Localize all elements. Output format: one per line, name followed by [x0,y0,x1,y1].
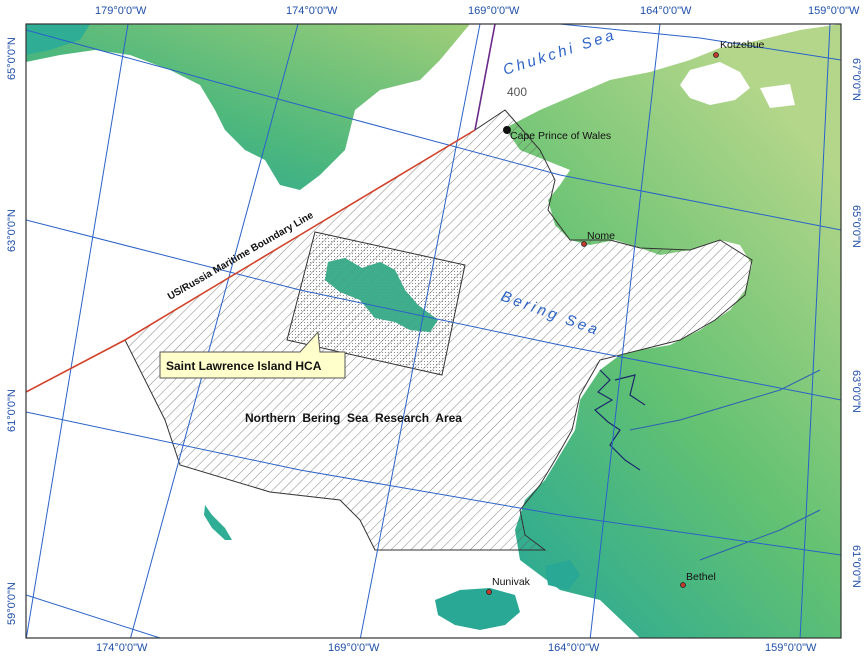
alaska-land [505,24,841,638]
place-cape-prince: Cape Prince of Wales [503,126,611,142]
nunivak-label: Nunivak [492,576,531,588]
kotzebue-marker [713,52,719,58]
nunivak-east [545,560,580,590]
hca-callout-box [159,330,346,379]
place-nunivak: Nunivak [486,576,531,595]
tick-left-61: 61°0'0"N [6,389,18,432]
tick-left-59: 59°0'0"N [6,582,18,625]
tick-bottom-174: 174°0'0"W [96,642,148,654]
tick-bottom-159: 159°0'0"W [765,642,817,654]
nunivak-marker [486,589,492,595]
tick-top-174: 174°0'0"W [286,5,338,17]
tick-bottom-164: 164°0'0"W [548,642,600,654]
tick-right-61: 61°0'0"N [850,545,862,588]
cape-prince-marker [503,126,511,134]
st-matthew-island [204,505,232,540]
contour-label: 400 [507,85,527,99]
chukotka-west [26,24,90,55]
cape-prince-label: Cape Prince of Wales [510,130,611,142]
yukon-delta [593,369,646,471]
tick-right-67: 67°0'0"N [850,58,862,101]
map-border [25,23,842,639]
place-kotzebue: Kotzebue [713,39,765,58]
tick-top-169: 169°0'0"W [468,5,520,17]
maritime-boundary-line [26,129,476,393]
place-bethel: Bethel [680,571,716,588]
rivers [629,369,821,561]
inlet [760,84,795,108]
kotzebue-sound [680,62,750,105]
bethel-marker [680,582,686,588]
tick-right-63: 63°0'0"N [850,370,862,413]
research-area-label: Northern Bering Sea Research Area [245,411,462,425]
graticule [26,24,841,638]
kotzebue-label: Kotzebue [720,39,765,51]
hca-callout-label: Saint Lawrence Island HCA [166,359,322,373]
tick-right-65: 65°0'0"N [850,205,862,248]
tick-top-159: 159°0'0"W [808,5,860,17]
tick-bottom-169: 169°0'0"W [328,642,380,654]
place-nome: Nome [581,230,615,247]
tick-top-179: 179°0'0"W [95,5,147,17]
nome-marker [581,241,587,247]
bethel-label: Bethel [686,571,716,583]
boundary-north [474,24,496,131]
tick-left-63: 63°0'0"N [6,209,18,252]
nome-label: Nome [587,230,615,242]
chukotka-land [26,24,470,190]
nunivak-island [435,588,520,630]
tick-left-65: 65°0'0"N [6,37,18,80]
tick-top-164: 164°0'0"W [640,5,692,17]
